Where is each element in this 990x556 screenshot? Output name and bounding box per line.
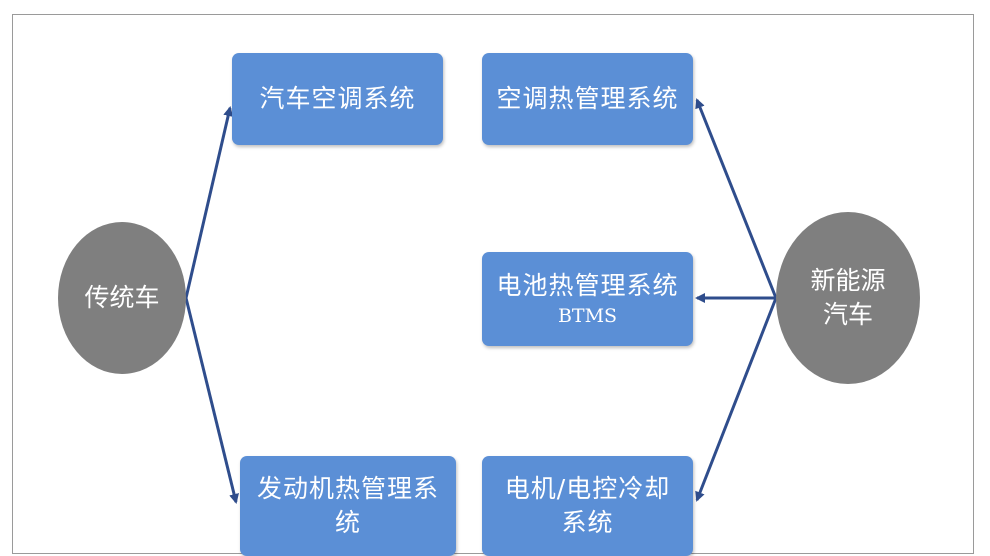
car-ac-system-label: 汽车空调系统: [259, 84, 416, 113]
motor-cooling-label-line2: 系统: [561, 508, 614, 537]
ac-thermal-box: 空调热管理系统: [482, 53, 693, 145]
engine-thermal-label-line2: 统: [334, 508, 361, 537]
battery-thermal-box: 电池热管理系统 BTMS: [482, 252, 693, 346]
new-energy-car-node: 新能源 汽车: [776, 212, 920, 384]
new-energy-car-label-line1: 新能源: [810, 266, 886, 295]
arrow-traditional-to-engine-thermal: [184, 297, 239, 504]
battery-thermal-sublabel: BTMS: [557, 305, 618, 327]
new-energy-car-label-line2: 汽车: [822, 300, 873, 329]
traditional-car-node: 传统车: [58, 222, 186, 374]
car-ac-system-box: 汽车空调系统: [232, 53, 443, 145]
engine-thermal-box: 发动机热管理系 统: [240, 456, 456, 556]
motor-cooling-box: 电机/电控冷却 系统: [482, 456, 693, 556]
arrow-nev-to-motor-cooling: [695, 297, 778, 502]
battery-thermal-label: 电池热管理系统: [496, 271, 679, 300]
arrow-traditional-to-car-ac: [184, 106, 234, 299]
motor-cooling-label-line1: 电机/电控冷却: [504, 474, 671, 503]
ac-thermal-label: 空调热管理系统: [496, 84, 679, 113]
engine-thermal-label-line1: 发动机热管理系: [256, 474, 439, 503]
arrow-nev-to-ac-thermal: [695, 98, 778, 299]
traditional-car-label: 传统车: [84, 283, 160, 312]
